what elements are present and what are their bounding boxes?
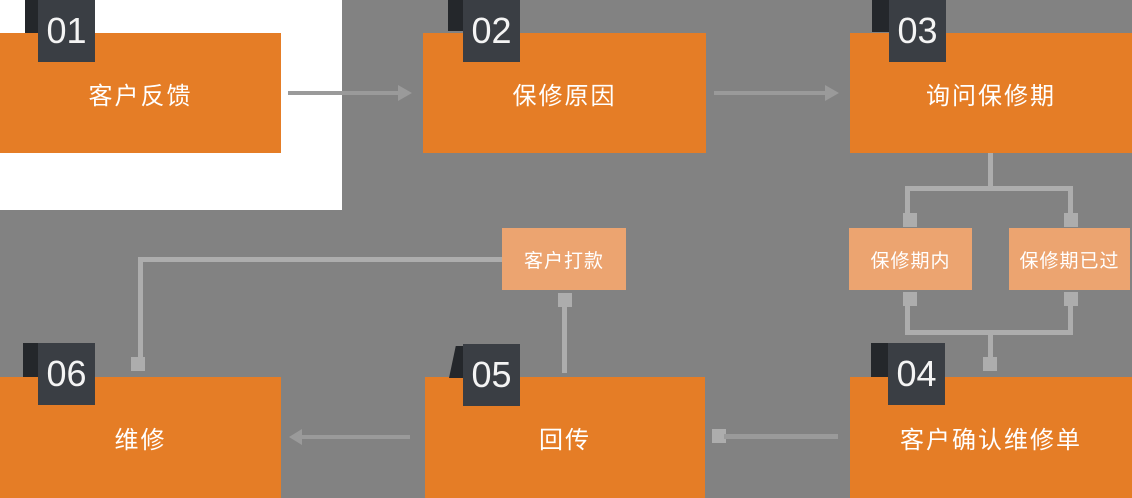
step-label-6: 维修: [114, 427, 167, 454]
connector-cap-out-warranty-bottom: [1064, 292, 1078, 306]
connector-merge-right-stub: [1068, 304, 1073, 335]
branch-box-out-of-warranty: 保修期已过: [1009, 228, 1130, 290]
step-number-2: 02: [471, 10, 512, 51]
branch-box-in-warranty: 保修期内: [849, 228, 972, 290]
step-number-4: 04: [896, 353, 937, 394]
arrow-step1-step2-line: [288, 91, 400, 95]
step-number-badge-2: 02: [463, 0, 520, 62]
connector-cap-step5-right: [712, 429, 726, 443]
connector-step4-up: [988, 333, 993, 359]
arrow-step2-step3-head-icon: [825, 85, 839, 101]
connector-payment-left-vertical: [138, 257, 143, 359]
connector-cap-out-warranty: [1064, 213, 1078, 227]
connector-branch-right-stub: [1068, 186, 1073, 215]
step-label-5: 回传: [539, 427, 591, 454]
badge-flag-5: [449, 346, 464, 378]
step-number-6: 06: [46, 353, 87, 394]
connector-cap-step4: [983, 357, 997, 371]
badge-flag-2: [448, 0, 464, 31]
arrow-step5-step6-line: [300, 435, 410, 439]
connector-cap-payment-bottom: [558, 293, 572, 307]
badge-flag-1: [25, 0, 39, 33]
branch-box-customer-payment: 客户打款: [502, 228, 626, 290]
connector-payment-left-horizontal: [140, 257, 502, 262]
step-label-1: 客户反馈: [88, 82, 193, 110]
step-number-badge-4: 04: [888, 343, 945, 405]
connector-cap-step6: [131, 357, 145, 371]
connector-cap-in-warranty: [903, 213, 917, 227]
connector-cap-in-warranty-bottom: [903, 292, 917, 306]
arrow-step1-step2-head-icon: [398, 85, 412, 101]
connector-step4-step5: [724, 434, 838, 439]
step-number-badge-5: 05: [463, 344, 520, 406]
connector-payment-down-vertical: [562, 305, 567, 373]
connector-merge-left-stub: [905, 304, 910, 335]
branch-label-out-of-warranty: 保修期已过: [1019, 250, 1120, 272]
badge-flag-3: [872, 0, 890, 32]
badge-flag-4: [871, 343, 889, 377]
connector-merge-horizontal: [905, 330, 1073, 335]
step-label-4: 客户确认维修单: [900, 427, 1082, 454]
step-label-3: 询问保修期: [926, 82, 1056, 110]
step-number-badge-3: 03: [889, 0, 946, 62]
step-label-2: 保修原因: [512, 82, 617, 110]
step-number-5: 05: [471, 354, 512, 395]
badge-flag-6: [23, 343, 39, 377]
connector-branch-left-stub: [905, 186, 910, 215]
step-number-badge-1: 01: [38, 0, 95, 62]
connector-step3-down: [988, 153, 993, 191]
branch-label-in-warranty: 保修期内: [870, 250, 951, 272]
step-number-badge-6: 06: [38, 343, 95, 405]
step-number-3: 03: [897, 10, 938, 51]
arrow-step2-step3-line: [714, 91, 827, 95]
step-number-1: 01: [46, 10, 87, 51]
arrow-step5-step6-head-icon: [289, 429, 302, 445]
connector-branch-top-horizontal: [905, 186, 1073, 191]
branch-label-customer-payment: 客户打款: [523, 250, 604, 272]
